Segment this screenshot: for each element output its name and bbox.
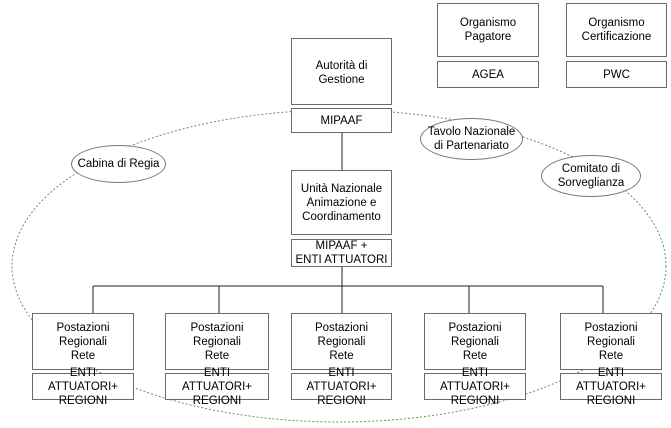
agea-box: AGEA: [437, 61, 539, 88]
unita-nazionale-box: Unità Nazionale Animazione e Coordinamen…: [291, 170, 392, 235]
postazione-4-entity-box: ENTI ATTUATORI+ REGIONI: [424, 367, 526, 407]
autorita-di-gestione-box: Autorità di Gestione: [291, 38, 392, 105]
tavolo-nazionale-ellipse: Tavolo Nazionale di Partenariato: [420, 118, 523, 160]
postazione-5-entity-box: ENTI ATTUATORI+ REGIONI: [560, 367, 662, 407]
postazione-4-box: Postazioni Regionali Rete: [424, 313, 526, 370]
postazione-2-entity-box: ENTI ATTUATORI+ REGIONI: [165, 367, 269, 407]
postazione-2-box: Postazioni Regionali Rete: [165, 313, 269, 370]
comitato-di-sorveglianza-ellipse: Comitato di Sorveglianza: [541, 155, 641, 197]
mipaaf-box: MIPAAF: [291, 108, 392, 133]
mipaaf-enti-attuatori-box: MIPAAF + ENTI ATTUATORI: [291, 239, 392, 267]
organismo-pagatore-box: Organismo Pagatore: [437, 3, 539, 57]
organismo-certificazione-box: Organismo Certificazione: [566, 3, 667, 57]
postazione-5-box: Postazioni Regionali Rete: [560, 313, 662, 370]
postazione-1-box: Postazioni Regionali Rete: [32, 313, 134, 370]
pwc-box: PWC: [566, 61, 667, 88]
postazione-1-entity-box: ENTI ATTUATORI+ REGIONI: [32, 367, 134, 407]
cabina-di-regia-ellipse: Cabina di Regia: [71, 145, 166, 183]
postazione-3-entity-box: ENTI ATTUATORI+ REGIONI: [291, 367, 392, 407]
postazione-3-box: Postazioni Regionali Rete: [291, 313, 392, 370]
